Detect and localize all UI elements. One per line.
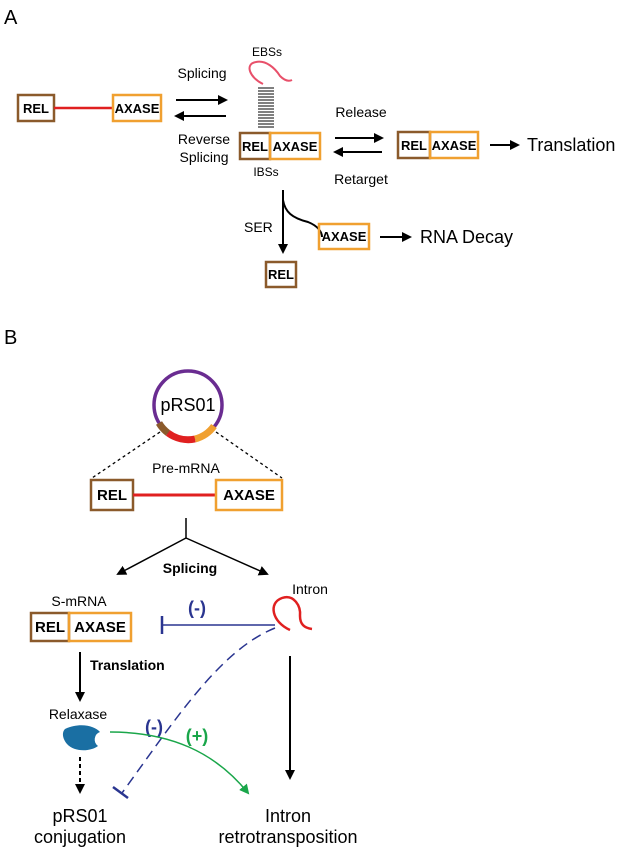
relaxase-label: Relaxase <box>49 706 108 722</box>
plasmid-axase-segment <box>193 423 217 443</box>
plasmid-rel-segment <box>155 421 171 436</box>
translation-label: Translation <box>90 657 165 673</box>
negative-label-2: (-) <box>145 717 163 737</box>
intron-loop <box>272 595 313 632</box>
splicing-label: Splicing <box>177 65 226 81</box>
retarget-label: Retarget <box>334 171 388 187</box>
reverse-label: Reverse <box>178 131 230 147</box>
axase-box <box>268 131 322 161</box>
translation-label: Translation <box>527 135 615 155</box>
panel-b-label: B <box>4 327 17 349</box>
retro-label-line1: Intron <box>265 806 311 826</box>
released-construct: REL AXASE <box>396 130 480 160</box>
axase-box <box>111 93 163 123</box>
splicing-arrow-right <box>185 537 269 576</box>
panel-a-label: A <box>4 7 18 29</box>
inhibition-line-conjugation <box>121 627 276 794</box>
relaxase-protein-icon <box>62 725 100 751</box>
rel-label: REL <box>35 619 65 636</box>
plasmid: pRS01 <box>152 369 224 444</box>
ebss-label: EBSs <box>252 45 282 59</box>
axase-box <box>428 130 480 160</box>
plasmid-expansion-left <box>91 431 161 479</box>
axase-label: AXASE <box>115 101 160 116</box>
rel-label: REL <box>97 487 127 504</box>
inhibition-bar-conjugation <box>112 785 129 800</box>
axase-box <box>317 222 371 251</box>
ibss-label: IBSs <box>253 165 278 179</box>
base-pairing-dashes <box>258 87 274 128</box>
axase-label: AXASE <box>273 139 318 154</box>
ebs-loop <box>248 60 293 85</box>
axase-box <box>214 478 284 512</box>
activation-curve <box>109 731 250 795</box>
axase-box <box>67 611 133 643</box>
negative-label-1: (-) <box>188 598 206 618</box>
pre-mrna-construct-a: REL AXASE <box>16 93 163 123</box>
axase-label: AXASE <box>322 229 367 244</box>
rel-label: REL <box>268 267 294 282</box>
conjugation-label-line1: pRS01 <box>52 806 107 826</box>
spliced-construct-center: REL AXASE <box>238 131 322 161</box>
release-label: Release <box>335 104 387 120</box>
ser-curve <box>282 199 323 238</box>
pre-mrna-construct-b: REL AXASE <box>89 478 284 512</box>
axase-label: AXASE <box>223 487 275 504</box>
positive-label: (+) <box>186 726 209 746</box>
reverse-splicing-label: Splicing <box>179 149 228 165</box>
plasmid-label: pRS01 <box>160 395 215 415</box>
intron-label: Intron <box>292 581 328 597</box>
axase-label: AXASE <box>432 138 477 153</box>
splicing-arrow-left <box>116 537 187 575</box>
plasmid-expansion-right <box>215 431 283 479</box>
axase-label: AXASE <box>74 619 126 636</box>
rel-box <box>264 260 298 289</box>
plasmid-intron-segment <box>165 430 196 444</box>
rna-decay-label: RNA Decay <box>420 227 513 247</box>
rel-label: REL <box>401 138 427 153</box>
rel-label: REL <box>23 101 49 116</box>
s-mrna-label: S-mRNA <box>51 593 107 609</box>
ser-label: SER <box>244 219 273 235</box>
rel-label: REL <box>242 139 268 154</box>
pre-mrna-label: Pre-mRNA <box>152 460 220 476</box>
s-mrna-construct: REL AXASE <box>29 611 133 643</box>
retro-label-line2: retrotransposition <box>218 827 357 847</box>
conjugation-label-line2: conjugation <box>34 827 126 847</box>
splicing-label: Splicing <box>163 560 217 576</box>
